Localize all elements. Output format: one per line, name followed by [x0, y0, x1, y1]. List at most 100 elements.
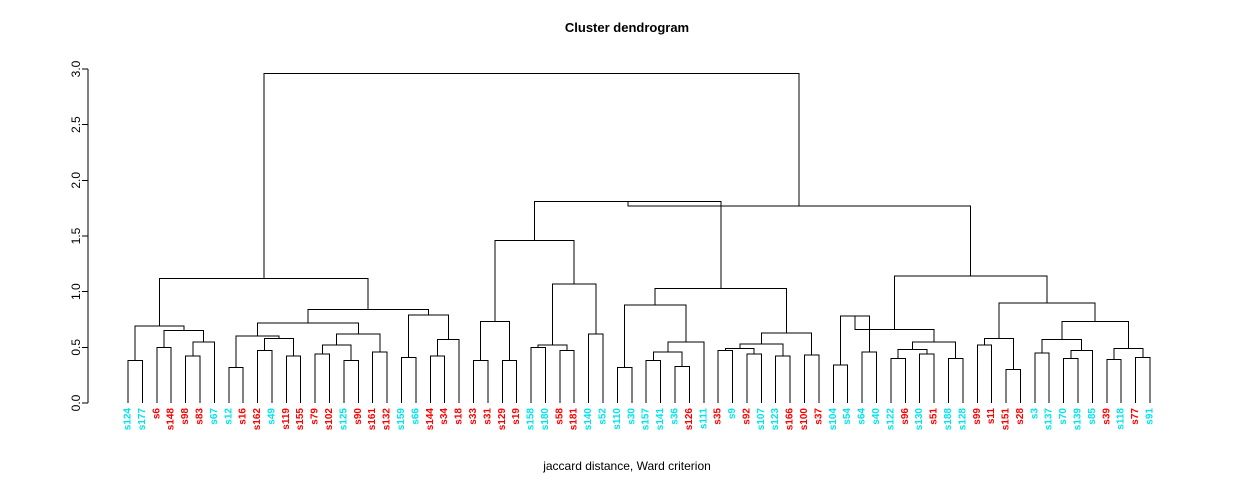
leaf-label: s126 [684, 408, 695, 431]
leaf-label: s3 [1029, 408, 1040, 420]
dendrogram-branch [911, 341, 957, 359]
leaf-label: s161 [367, 408, 378, 431]
leaf-label: s129 [497, 408, 508, 431]
leaf-label: s70 [1058, 408, 1069, 425]
leaf-label: s119 [281, 408, 292, 430]
leaf-label: s37 [813, 408, 824, 425]
leaf-label: s11 [986, 408, 997, 425]
leaf-label: s16 [238, 408, 249, 425]
dendrogram-branches [127, 72, 1151, 403]
dendrogram-branch [654, 287, 788, 333]
leaf-label: s66 [410, 408, 421, 425]
leaf-label: s99 [972, 408, 983, 425]
leaf-label: s40 [871, 408, 882, 425]
leaf-label: s158 [526, 408, 537, 431]
dendrogram-branch [861, 351, 878, 403]
leaf-label: s6 [151, 408, 162, 420]
dendrogram-branch [804, 354, 820, 403]
dendrogram-branch [480, 321, 510, 361]
leaf-label: s137 [1044, 408, 1055, 431]
leaf-label: s52 [598, 408, 609, 425]
leaf-label: s67 [209, 408, 220, 425]
y-axis-tick-label: 1.5 [69, 227, 83, 244]
dendrogram-branch [264, 337, 295, 357]
dendrogram-branch [1061, 321, 1129, 349]
leaf-label: s102 [324, 408, 335, 431]
leaf-label: s144 [425, 408, 436, 431]
y-axis-tick-label: 2.0 [69, 172, 83, 189]
dendrogram-branch [192, 341, 215, 403]
dendrogram-branch [372, 351, 388, 403]
leaf-label: s151 [1001, 408, 1012, 431]
leaf-label: s155 [295, 408, 306, 431]
leaf-label: s157 [641, 408, 652, 431]
leaf-label: s110 [612, 408, 623, 430]
leaf-label: s128 [957, 408, 968, 431]
leaf-label: s132 [382, 408, 393, 431]
y-axis-tick-label: 2.5 [69, 116, 83, 133]
leaf-label: s118 [1116, 408, 1127, 430]
leaf-label: s148 [166, 408, 177, 431]
leaf-label: s111 [698, 408, 709, 430]
leaf-label: s30 [626, 408, 637, 425]
page-title: Cluster dendrogram [565, 20, 689, 35]
dendrogram-branch [890, 357, 906, 403]
y-axis: 0.00.51.01.52.02.53.0 [69, 60, 89, 411]
leaf-label: s28 [1015, 408, 1026, 425]
leaf-label: s77 [1130, 408, 1141, 425]
y-axis-tick-label: 3.0 [69, 60, 83, 77]
leaf-label: s124 [123, 408, 134, 431]
x-axis-label: jaccard distance, Ward criterion [542, 459, 711, 473]
leaf-label: s188 [943, 408, 954, 431]
leaf-label: s91 [1145, 408, 1156, 425]
leaf-label: s181 [569, 408, 580, 431]
dendrogram-branch [263, 72, 800, 279]
leaf-label: s122 [885, 408, 896, 431]
leaf-label: s64 [857, 408, 868, 425]
dendrogram-branch [624, 304, 687, 368]
dendrogram-branch [832, 364, 849, 403]
dendrogram-branch [976, 344, 993, 403]
y-axis-tick-label: 0.5 [69, 339, 83, 356]
leaf-label: s107 [756, 408, 767, 431]
leaf-label: s34 [439, 408, 450, 425]
leaf-label: s92 [741, 408, 752, 425]
dendrogram-branch [983, 337, 1014, 370]
dendrogram-branch [321, 344, 352, 361]
dendrogram-branch [158, 277, 369, 327]
leaf-label: s33 [468, 408, 479, 425]
dendrogram-branch [667, 341, 705, 403]
leaf-label: s100 [799, 408, 810, 431]
y-axis-tick-label: 0.0 [69, 394, 83, 411]
dendrogram-branch [652, 351, 683, 367]
leaf-label: s49 [266, 408, 277, 425]
dendrogram-branch [947, 357, 964, 403]
leaf-label: s98 [180, 408, 191, 425]
leaf-label: s90 [353, 408, 364, 425]
dendrogram-branch [1113, 347, 1144, 360]
leaf-label: s96 [900, 408, 911, 425]
leaf-label: s159 [396, 408, 407, 431]
leaf-label: s35 [713, 408, 724, 425]
leaf-label: s140 [583, 408, 594, 431]
leaf-label: s125 [338, 408, 349, 431]
dendrogram-branch [408, 314, 449, 358]
leaf-label: s79 [310, 408, 321, 425]
leaf-label: s162 [252, 408, 263, 431]
leaf-label: s19 [511, 408, 522, 425]
dendrogram-branch [724, 347, 755, 355]
leaf-label: s58 [554, 408, 565, 425]
leaf-label: s36 [669, 408, 680, 425]
leaf-label: s54 [842, 408, 853, 425]
leaf-label: s141 [655, 408, 666, 431]
leaf-label: s180 [540, 408, 551, 431]
leaf-label: s166 [785, 408, 796, 431]
leaf-label: s51 [929, 408, 940, 425]
leaf-label: s83 [194, 408, 205, 425]
leaf-label: s39 [1101, 408, 1112, 425]
dendrogram-branch [1063, 357, 1079, 403]
leaf-label: s85 [1087, 408, 1098, 425]
leaf-label: s12 [223, 408, 234, 425]
